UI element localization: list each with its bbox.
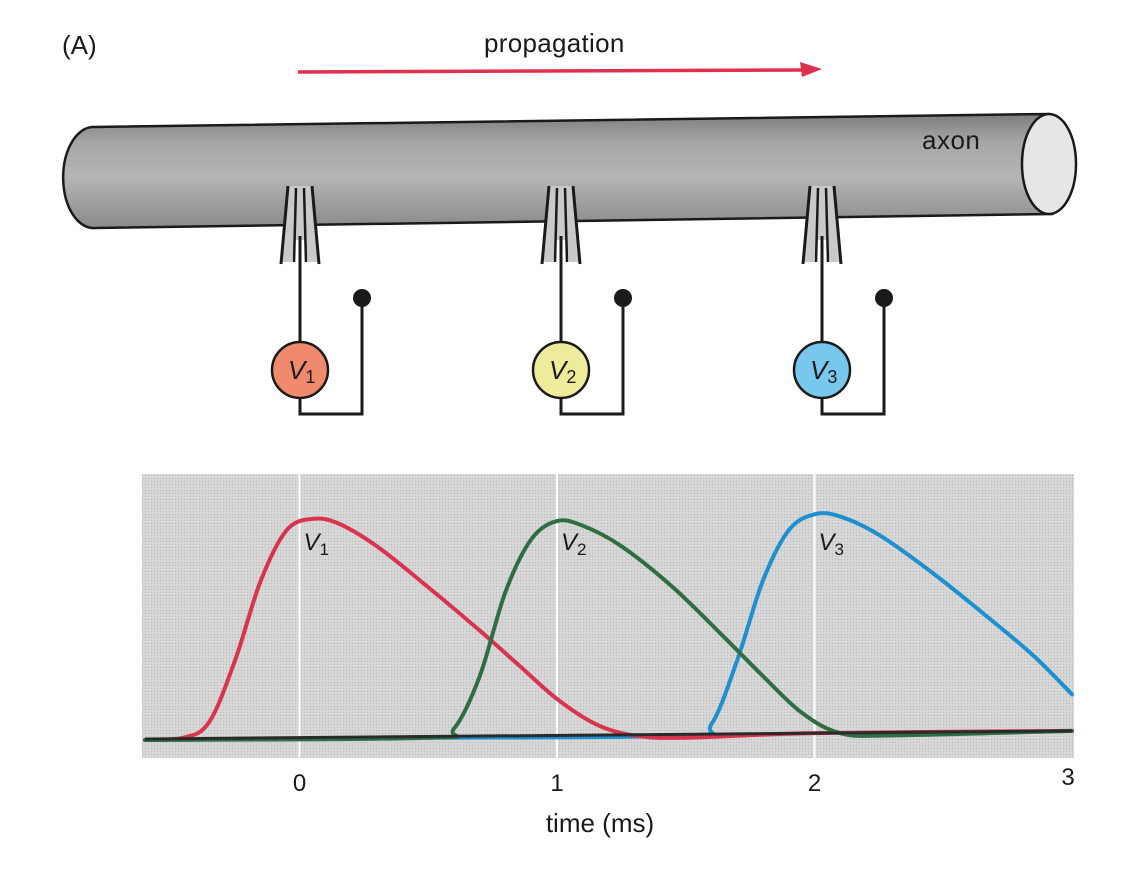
series-label-v3: V3 [819, 529, 844, 559]
ground-terminal [614, 289, 632, 307]
voltmeter-v3: V3 [792, 340, 852, 400]
ground-terminal [353, 289, 371, 307]
propagation-arrow [297, 62, 822, 77]
x-tick-3: 3 [1061, 764, 1075, 791]
voltmeter-v2: V2 [531, 340, 591, 400]
x-axis-label: time (ms) [545, 808, 655, 838]
ground-terminal [875, 289, 893, 307]
axon-label: axon [922, 125, 981, 155]
propagation-label: propagation [484, 28, 625, 58]
series-line-v1 [143, 516, 1074, 742]
voltmeter-label-v1: V1 [288, 355, 315, 387]
panel-label: (A) [62, 30, 97, 60]
recording-electrodes: V1 V2 V3 [270, 185, 893, 416]
x-tick-1: 1 [550, 770, 564, 797]
series-label-v1: V1 [304, 529, 329, 559]
x-tick-2: 2 [807, 770, 822, 797]
plot-panel: V1 V2 V3 [142, 474, 1074, 758]
electrode-1: V1 [270, 185, 371, 416]
baseline [144, 729, 1073, 741]
electrode-2: V2 [531, 185, 632, 416]
electrode-3: V3 [792, 185, 893, 416]
series-line-v2 [143, 518, 1074, 742]
x-tick-0: 0 [292, 770, 307, 797]
series-label-v2: V2 [561, 529, 586, 559]
plot-series [143, 511, 1074, 742]
voltmeter-v1: V1 [270, 340, 330, 400]
voltmeter-label-v3: V3 [810, 355, 837, 387]
voltmeter-label-v2: V2 [549, 355, 576, 387]
plot-series-labels: V1 V2 V3 [304, 529, 844, 559]
